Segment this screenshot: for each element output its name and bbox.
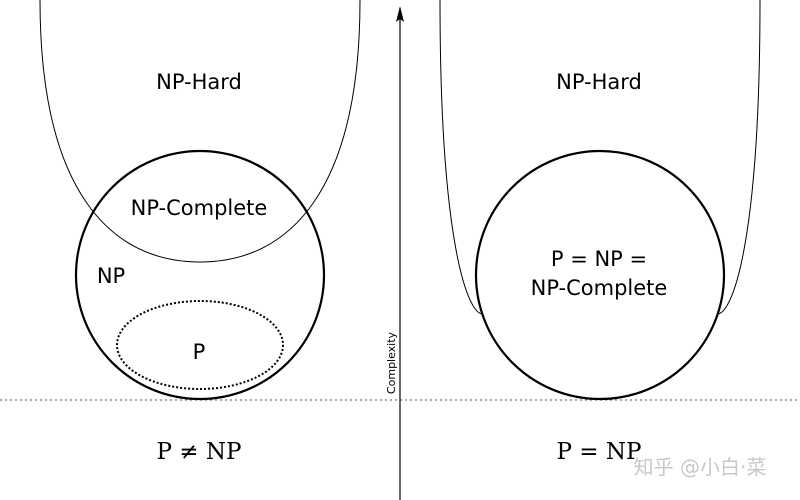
right-merged-label-line1: P = NP = (551, 247, 647, 271)
complexity-axis: Complexity (385, 6, 404, 500)
right-np-hard-region (439, 0, 761, 315)
right-caption: P = NP (557, 439, 642, 465)
right-merged-circle (474, 149, 726, 401)
left-np-label: NP (97, 264, 125, 288)
left-p-ellipse (116, 300, 284, 390)
watermark-text: 知乎 @小白·菜 (634, 455, 767, 479)
left-np-hard-region (39, 0, 361, 263)
left-np-hard-label: NP-Hard (156, 70, 242, 94)
right-np-hard-label: NP-Hard (556, 70, 642, 94)
right-panel: NP-Hard P = NP = NP-Complete P = NP (439, 0, 761, 465)
axis-label: Complexity (385, 331, 398, 394)
right-merged-label-line2: NP-Complete (531, 276, 668, 300)
left-p-label: P (193, 340, 206, 364)
left-np-circle (74, 149, 326, 401)
left-panel: NP-Hard NP-Complete NP P P ≠ NP (39, 0, 361, 465)
left-np-complete-label: NP-Complete (131, 196, 268, 220)
axis-arrowhead-icon (396, 6, 404, 22)
left-caption: P ≠ NP (157, 439, 242, 465)
